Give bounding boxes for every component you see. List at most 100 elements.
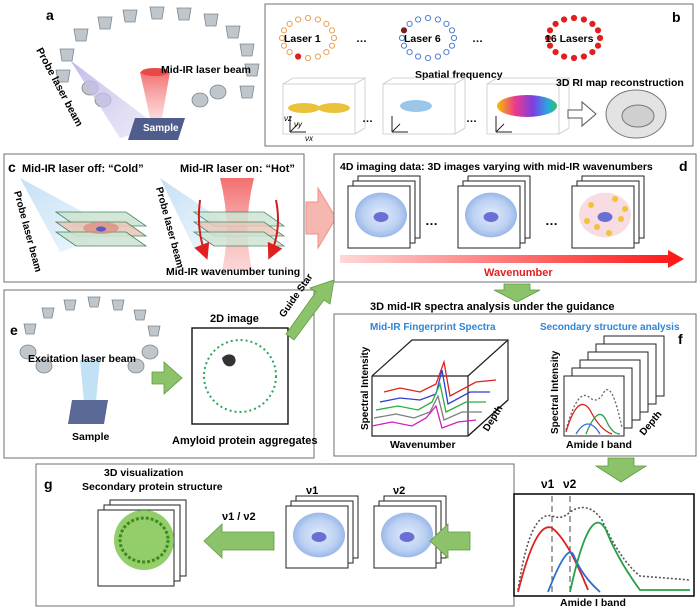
laser-dot: [594, 42, 602, 49]
stack-g-v1: [285, 495, 359, 569]
stack-d-1: [347, 175, 421, 249]
midir-beam-label: Mid-IR laser beam: [161, 64, 251, 76]
laser-dot: [580, 53, 588, 60]
laser-dot: [596, 34, 604, 42]
kspace-blob-1a: [288, 103, 320, 113]
secondary-title: Secondary structure analysis: [540, 322, 680, 333]
kspace-box-2: [382, 77, 467, 135]
ratio-arrow: [203, 523, 275, 559]
laser-ring-a: [55, 6, 260, 108]
laser-dot: [328, 27, 336, 34]
reconstruction-arrow: [567, 100, 597, 128]
panel-g-letter: g: [44, 476, 53, 492]
laser1-label: Laser 1: [284, 33, 321, 45]
amide-band-plot: ν1 ν2 Amide I band: [513, 477, 695, 609]
laser-dot: [400, 42, 408, 49]
aggregate-dot: [588, 202, 594, 208]
spatial-frequency-label: Spatial frequency: [415, 69, 503, 81]
stack-d-2: [457, 175, 531, 249]
ellipsis-b4: …: [466, 113, 477, 125]
laser-dot: [323, 20, 330, 27]
laser-ring-1: [278, 14, 338, 62]
panel-a: a Mid-IR laser beam Sample Probe laser b…: [33, 6, 260, 140]
laser-dot: [570, 54, 578, 62]
panel-b: b Laser 1 Laser 6 16 Lasers … … Spatial …: [264, 3, 694, 147]
fingerprint-spectra: [371, 359, 497, 429]
sample-label-a: Sample: [143, 123, 179, 134]
laser-dot: [424, 54, 432, 62]
laser-dot: [570, 14, 578, 22]
laser-dot: [415, 53, 422, 60]
ellipsis-b3: …: [362, 113, 373, 125]
hot-slices: [192, 211, 286, 247]
aggregate-dot: [622, 206, 628, 212]
amide-plot-frame: [513, 493, 695, 597]
band-v2-label: ν2: [563, 477, 577, 491]
fingerprint-title: Mid-IR Fingerprint Spectra: [370, 322, 496, 333]
amide-band-label: Amide I band: [560, 597, 626, 609]
laser-dot: [443, 20, 450, 27]
laser-dot: [304, 14, 312, 22]
panel-f: f Mid-IR Fingerprint Spectra Secondary s…: [333, 313, 697, 457]
laser-dot: [589, 20, 596, 27]
secondary-xlabel: Amide I band: [566, 439, 632, 451]
laser-dot: [398, 34, 406, 42]
amide-envelope: [517, 506, 691, 591]
fingerprint-plot: [371, 339, 509, 437]
laser-ring-6: [398, 14, 458, 62]
amide-red-curve: [517, 526, 589, 593]
analysis-title: 3D mid-IR spectra analysis under the gui…: [370, 301, 615, 313]
arrow-band-to-v2: [429, 523, 471, 559]
amide-green-curve: [569, 521, 690, 593]
cell-nucleus: [311, 532, 327, 542]
arrow-d-to-analysis: [493, 283, 541, 303]
band-v1-label: ν1: [541, 477, 555, 491]
laser-dot: [561, 16, 568, 23]
laser-dot: [406, 49, 413, 56]
laser-dot: [278, 34, 286, 42]
image2d-label: 2D image: [210, 313, 259, 325]
laser-dot: [450, 34, 458, 42]
hot-label: Mid-IR laser on: “Hot”: [180, 163, 295, 175]
laser-ring-16: [544, 14, 604, 62]
cell-nucleus: [597, 212, 613, 222]
panel-b-letter: b: [672, 9, 681, 25]
aggregate-dot: [584, 218, 590, 224]
arrow-c-to-d: [305, 186, 337, 250]
laser-dot: [304, 54, 312, 62]
fingerprint-xlabel: Wavenumber: [390, 439, 456, 451]
fingerprint-ylabel: Spectral Intensity: [360, 346, 371, 430]
stack-d-3: [571, 175, 645, 249]
laser-dot: [295, 16, 302, 23]
laser6-label: Laser 6: [404, 33, 441, 45]
ellipsis-d1: …: [425, 213, 438, 228]
laser-dot: [323, 49, 330, 56]
sample-label-e: Sample: [72, 431, 110, 443]
tuning-arrow-left: [194, 199, 210, 260]
laser-dot: [314, 16, 321, 23]
secondary-stack: [563, 335, 665, 437]
secondary-ylabel: Spectral Intensity: [550, 350, 561, 434]
green-structure-texture: [118, 516, 170, 564]
cold-slices: [54, 211, 148, 247]
panel-d-title: 4D imaging data: 3D images varying with …: [340, 161, 653, 173]
laser-dot: [280, 27, 288, 34]
reconstruction-label: 3D RI map reconstruction: [556, 77, 684, 89]
image-stacks-d: [347, 175, 645, 249]
aggregate-dot: [594, 224, 600, 230]
laser-dot: [330, 34, 338, 42]
laser-dot: [580, 16, 588, 23]
laser-dot: [546, 42, 554, 49]
axis-vy-1: νy: [294, 120, 303, 129]
laser-dot: [589, 49, 596, 56]
wavenumber-arrowhead: [668, 250, 684, 268]
ratio-label: ν1 / ν2: [222, 511, 256, 523]
midir-beam-a: [140, 72, 170, 118]
stack-g-v2: [373, 495, 447, 569]
vis-title: 3D visualization: [104, 467, 183, 479]
laser-dot: [415, 16, 422, 23]
kspace-box-3: [486, 77, 571, 135]
laser-dot: [314, 53, 321, 60]
ellipsis-b2: …: [472, 33, 483, 45]
aggregate-dot: [618, 216, 624, 222]
